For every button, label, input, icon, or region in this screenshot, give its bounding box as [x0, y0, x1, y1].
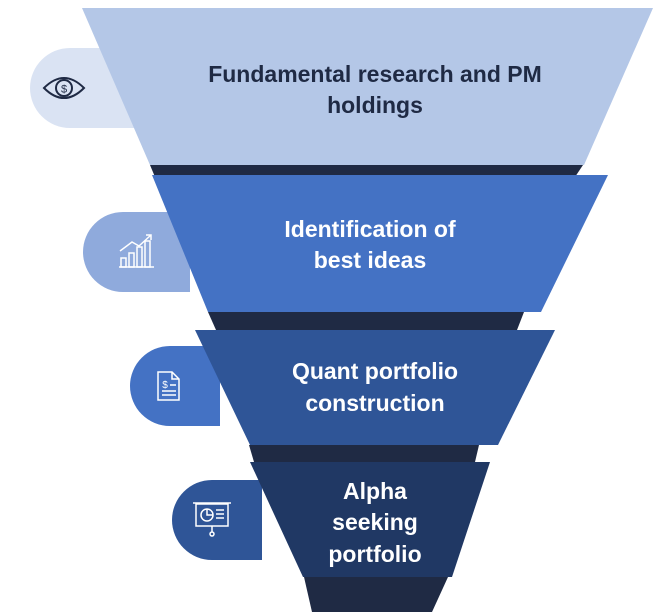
svg-text:$: $ [61, 84, 67, 96]
stage-2-band [152, 175, 608, 312]
stage-2-label: Identification of best ideas [220, 200, 520, 290]
stage-2-line-2: best ideas [313, 247, 427, 273]
stage-4-icon-tab [172, 480, 262, 560]
eye-dollar-icon: $ [42, 77, 86, 99]
stage-4-line-3: portfolio [328, 540, 422, 567]
funnel-spout [304, 577, 448, 612]
stage-3-icon-tab [130, 346, 220, 426]
presentation-board-icon [193, 502, 231, 537]
growth-chart-icon [119, 234, 154, 268]
stage-1-line-2: holdings [327, 92, 423, 118]
stage-1-band [82, 8, 653, 165]
stage-3-band [195, 330, 555, 445]
financial-document-icon: $ [157, 371, 180, 401]
stage-3-line-1: Quant portfolio [291, 358, 459, 385]
stage-1-line-1: Fundamental research and PM [208, 60, 542, 87]
stage-3-line-2: construction [305, 389, 445, 416]
stage-4-label: Alpha seeking portfolio [290, 468, 460, 578]
stage-1-label: Fundamental research and PM holdings [160, 50, 590, 130]
connector-1 [150, 165, 583, 177]
connector-2 [208, 312, 524, 330]
stage-2-line-1: Identification of [284, 215, 456, 242]
connector-3 [249, 445, 479, 462]
stage-3-label: Quant portfolio construction [250, 345, 500, 430]
stage-4-line-1: Alpha [343, 478, 407, 505]
svg-text:$: $ [162, 380, 168, 391]
stage-4-band [250, 462, 490, 577]
stage-4-line-2: seeking [332, 509, 418, 536]
